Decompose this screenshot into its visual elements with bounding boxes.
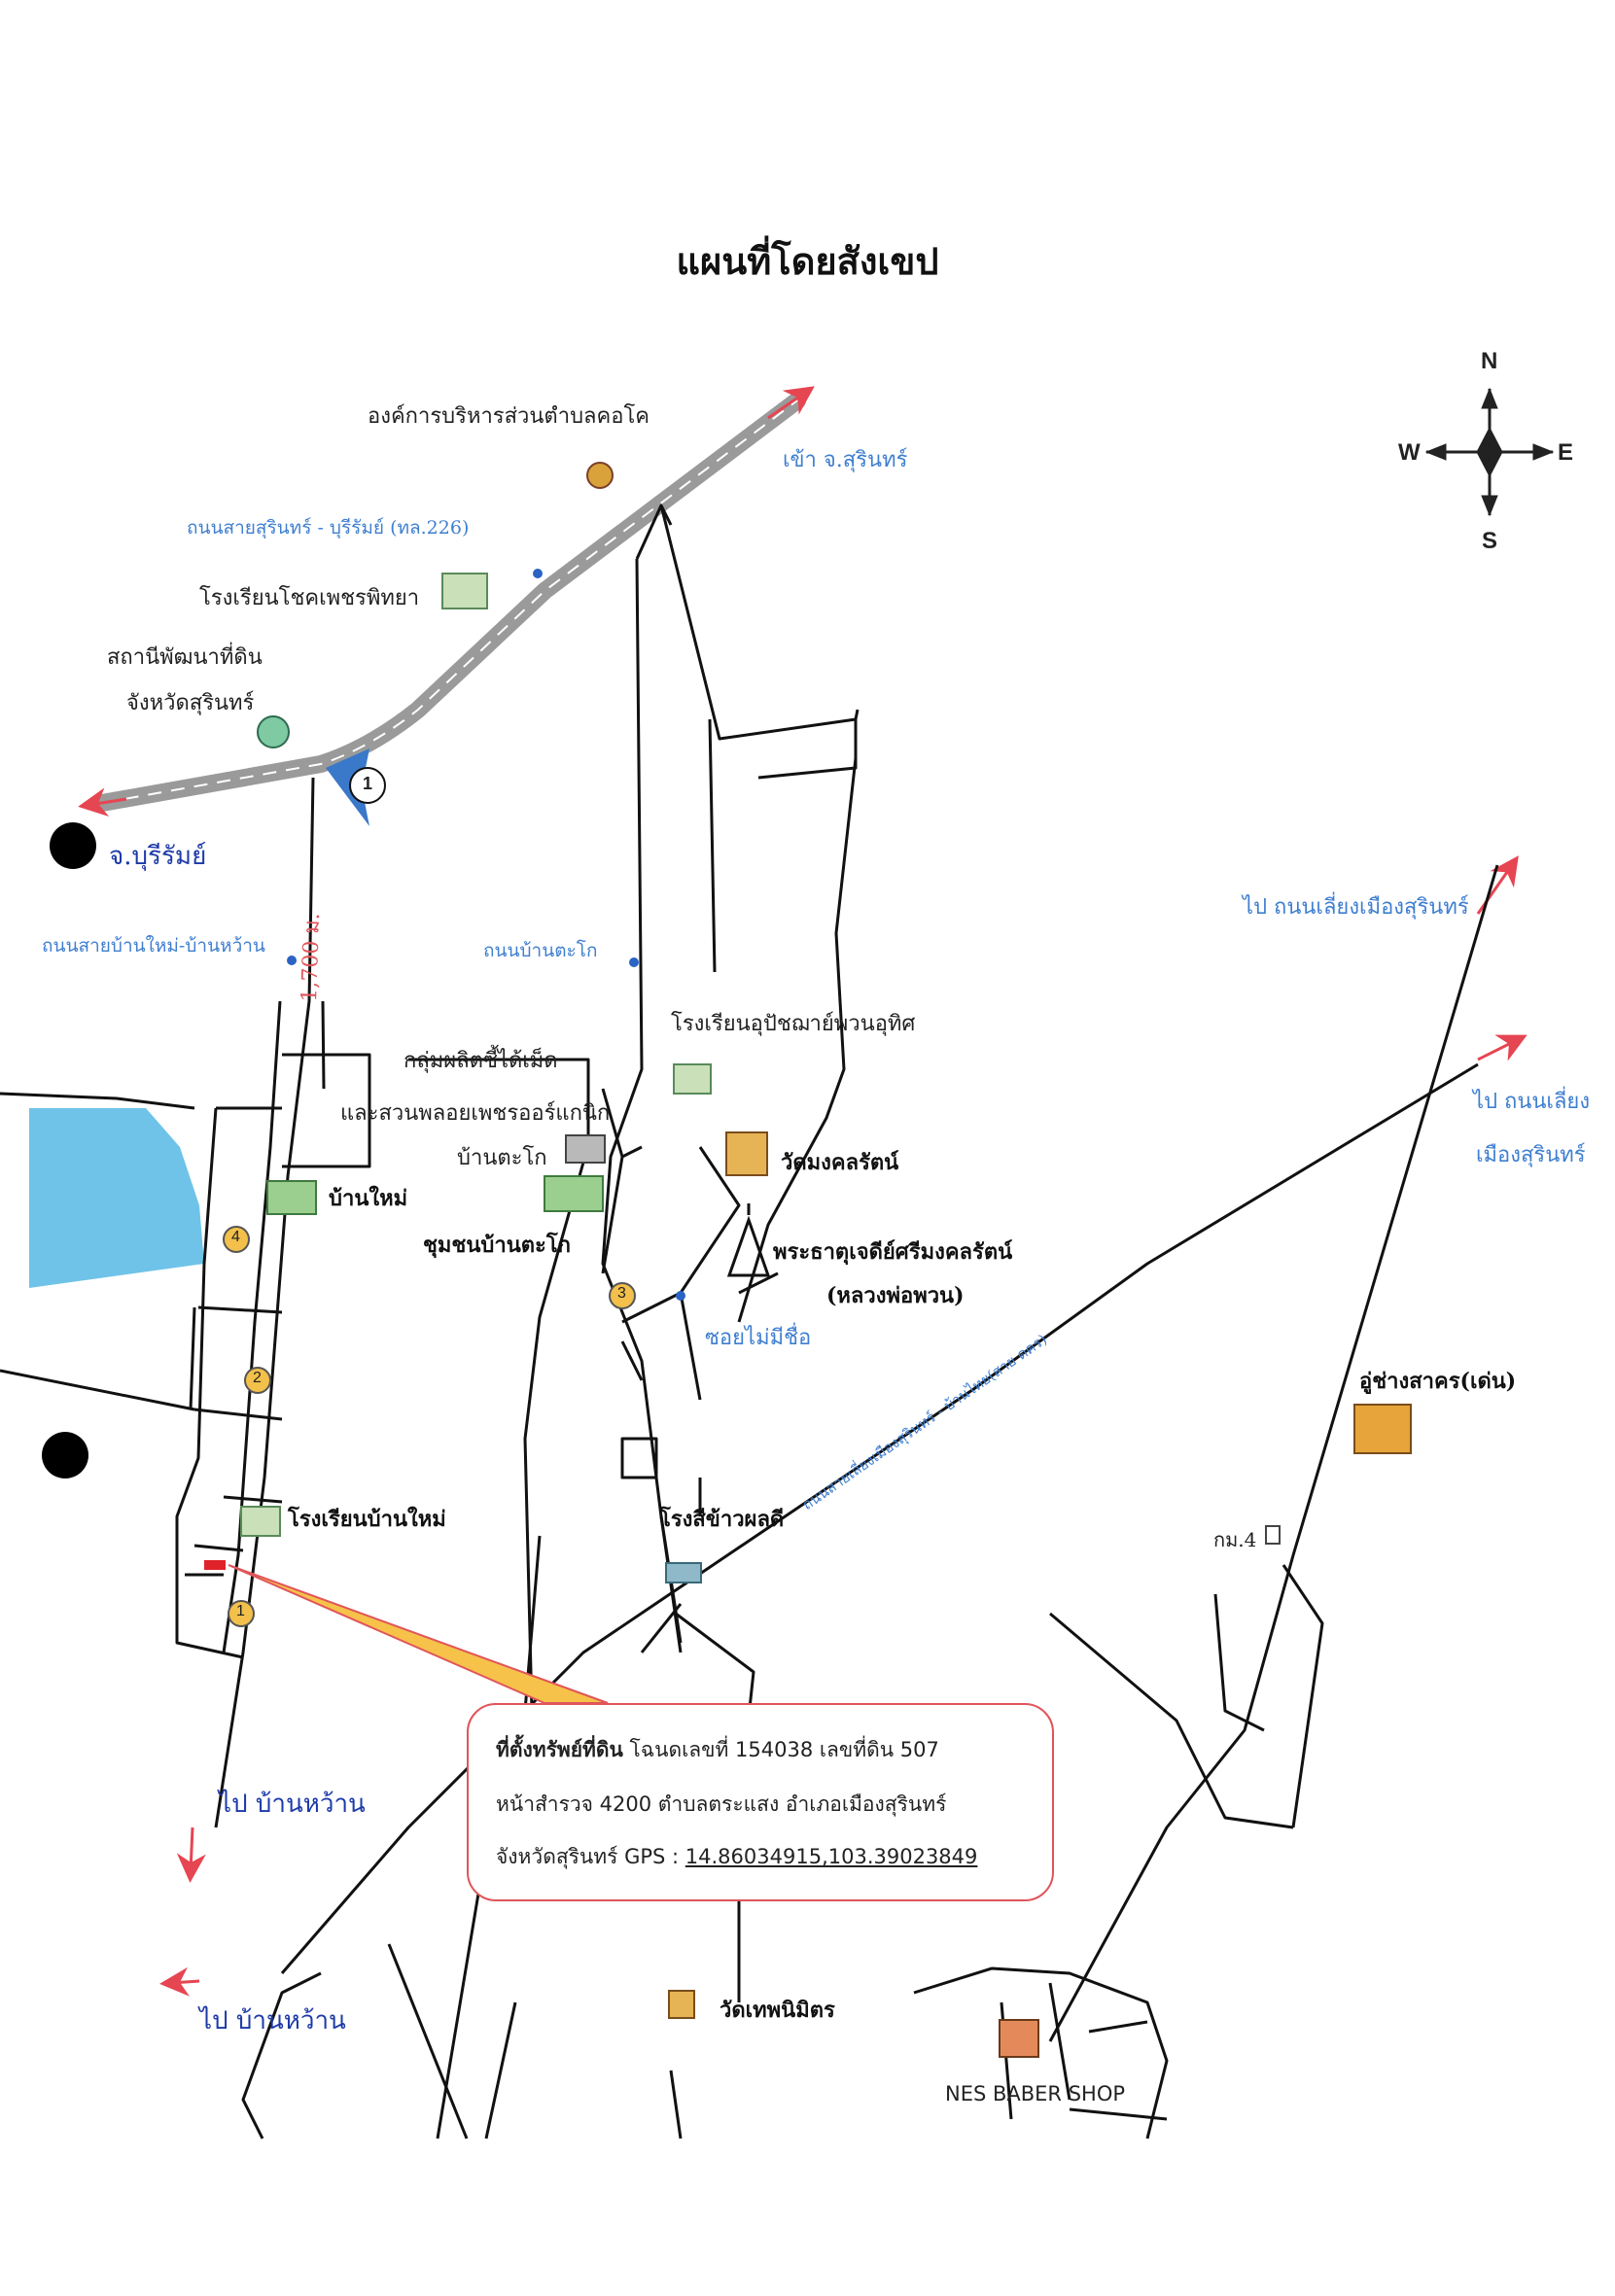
- label-bantako: บ้านตะโก: [457, 1146, 547, 1170]
- label-to-surin: เข้า จ.สุรินทร์: [783, 448, 908, 472]
- label-land-dev-2: จังหวัดสุรินทร์: [126, 691, 255, 715]
- village-icon-takor: [544, 1175, 604, 1212]
- school-icon-banmai: [240, 1506, 281, 1537]
- compass-east: E: [1558, 439, 1574, 466]
- highway-226: [93, 392, 806, 812]
- label-chokpet-school: โรงเรียนโชคเพชรพิทยา: [199, 586, 420, 610]
- label-hwy226: ถนนสายสุรินทร์ - บุรีรัมย์ (ทล.226): [187, 517, 470, 539]
- school-icon-chokpet: [441, 573, 488, 609]
- label-banmai-school: โรงเรียนบ้านใหม่: [288, 1507, 446, 1532]
- label-distance: 1,700 ม.: [297, 912, 326, 1003]
- label-banmai: บ้านใหม่: [329, 1186, 408, 1211]
- map-icons: [240, 462, 1412, 2058]
- property-marker: [204, 1560, 226, 1570]
- label-bypass-2a: ไป ถนนเลี่ยง: [1473, 1090, 1591, 1114]
- school-icon-upatham: [673, 1063, 712, 1095]
- location-gps: 14.86034915,103.39023849: [685, 1845, 978, 1868]
- label-road-banmai: ถนนสายบ้านใหม่-บ้านหว้าน: [42, 935, 265, 957]
- label-land-dev-1: สถานีพัฒนาที่ดิน: [107, 645, 263, 670]
- label-bypass-2b: เมืองสุรินทร์: [1476, 1143, 1586, 1167]
- local-roads: [0, 504, 1499, 2139]
- label-bypass-1: ไป ถนนเลี่ยงเมืองสุรินทร์: [1243, 895, 1469, 920]
- road-dots: [287, 569, 685, 1301]
- label-wat-thep: วัดเทพนิมิตร: [720, 1998, 835, 2023]
- label-pagoda: พระธาตุเจดีย์ศรีมงคลรัตน์: [773, 1239, 1013, 1265]
- compass-north: N: [1481, 348, 1498, 374]
- label-rice-mill: โรงสีข้าวผลดี: [659, 1507, 785, 1532]
- label-upatham-school: โรงเรียนอุปัชฌาย์พวนอุทิศ: [671, 1012, 916, 1036]
- location-line3-prefix: จังหวัดสุรินทร์ GPS :: [496, 1845, 685, 1868]
- route-marker-4: 4: [231, 1229, 240, 1245]
- start-marker: [326, 748, 386, 826]
- temple-icon-thep: [668, 1990, 695, 2019]
- label-luang-por: (หลวงพ่อพวน): [826, 1283, 965, 1308]
- label-km4: กม.4: [1213, 1528, 1257, 1551]
- map-title: แผนที่โดยสังเขป: [676, 240, 939, 283]
- route-marker-2: 2: [253, 1370, 262, 1386]
- label-group-1: กลุ่มผลิตซี้ได้เม็ด: [404, 1049, 558, 1073]
- village-icon-banmai: [266, 1180, 317, 1215]
- factory-icon: [565, 1134, 606, 1164]
- sao-icon: [586, 462, 614, 489]
- compass: [1424, 387, 1555, 517]
- punch-hole: [42, 1432, 88, 1478]
- label-wat-mongkol: วัดมงคลรัตน์: [781, 1150, 899, 1175]
- label-community-takor: ชุมชนบ้านตะโก: [423, 1233, 572, 1258]
- label-group-2: และสวนพลอยเพชรออร์แกนิก: [340, 1101, 611, 1126]
- km-post-icon: [1265, 1525, 1281, 1545]
- temple-icon-mongkol: [725, 1131, 768, 1176]
- label-to-banwan-1: ไป บ้านหว้าน: [219, 1790, 366, 1819]
- pagoda-icon: [726, 1203, 771, 1277]
- garage-icon: [1353, 1404, 1412, 1454]
- label-soi: ซอยไม่มีชื่อ: [705, 1326, 812, 1350]
- compass-west: W: [1398, 439, 1421, 466]
- location-line2: หน้าสำรวจ 4200 ตำบลตระแสง อำเภอเมืองสุริ…: [496, 1792, 947, 1816]
- label-road-takor: ถนนบ้านตะโก: [483, 940, 598, 961]
- punch-hole: [50, 822, 96, 869]
- label-barber: NES BABER SHOP: [945, 2082, 1126, 2105]
- route-markers: [223, 1226, 636, 1627]
- route-marker-1: 1: [236, 1603, 245, 1619]
- start-marker-number: 1: [363, 774, 373, 793]
- route-marker-3: 3: [617, 1285, 626, 1302]
- rice-mill-icon: [665, 1562, 702, 1583]
- label-sao: องค์การบริหารส่วนตำบลคอโค: [368, 404, 650, 429]
- direction-arrows: [78, 386, 1527, 1997]
- location-info-box: ที่ตั้งทรัพย์ที่ดิน โฉนดเลขที่ 154038 เล…: [467, 1703, 1054, 1901]
- label-to-banwan-2: ไป บ้านหว้าน: [199, 2006, 346, 2035]
- barber-icon: [999, 2019, 1039, 2058]
- label-to-buriram: จ.บุรีรัมย์: [109, 842, 207, 871]
- water-body: [29, 1108, 204, 1288]
- compass-south: S: [1482, 528, 1498, 554]
- location-callout: [228, 1564, 609, 1704]
- location-line1: โฉนดเลขที่ 154038 เลขที่ดิน 507: [629, 1738, 939, 1761]
- location-heading: ที่ตั้งทรัพย์ที่ดิน: [496, 1738, 623, 1761]
- land-dev-icon: [257, 715, 290, 748]
- label-garage: อู่ช่างสาคร(เด่น): [1359, 1369, 1517, 1394]
